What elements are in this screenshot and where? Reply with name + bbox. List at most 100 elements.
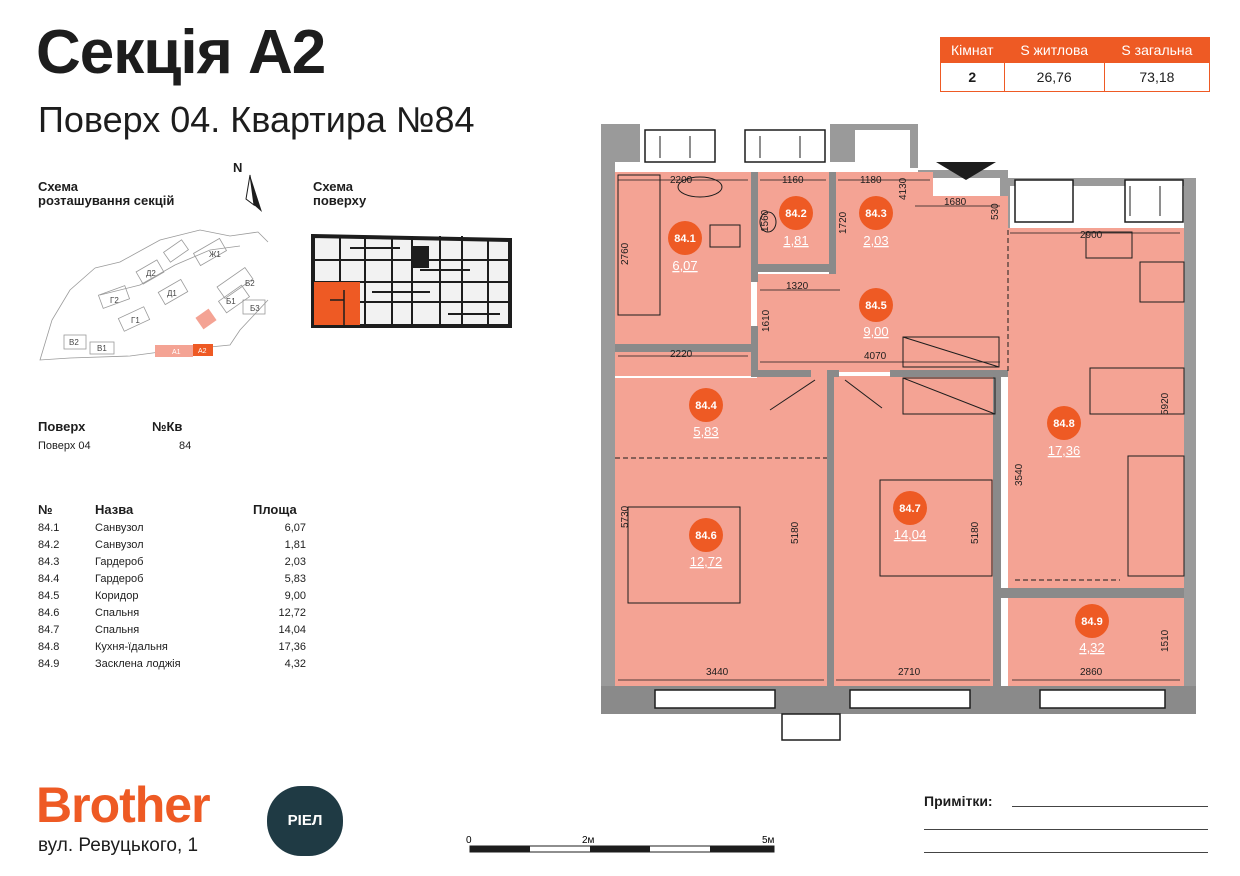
dimension-label: 2200 xyxy=(670,175,693,186)
room-marker-84-3: 84.3 2,03 xyxy=(859,196,893,248)
svg-text:9,00: 9,00 xyxy=(863,324,888,339)
svg-text:84.2: 84.2 xyxy=(785,208,806,220)
dimension-label: 2760 xyxy=(620,242,631,265)
svg-text:1,81: 1,81 xyxy=(783,233,808,248)
svg-text:84.6: 84.6 xyxy=(695,530,716,542)
dining-table-icon xyxy=(1089,367,1185,415)
dimension-label: 1320 xyxy=(786,281,809,292)
riel-logo: РІЕЛ xyxy=(267,786,343,856)
dimension-label: 2900 xyxy=(1080,230,1103,241)
dimension-label: 5180 xyxy=(970,521,981,544)
svg-text:4,32: 4,32 xyxy=(1079,640,1104,655)
svg-text:6,07: 6,07 xyxy=(672,258,697,273)
bed-7-icon xyxy=(879,479,993,577)
svg-text:84.5: 84.5 xyxy=(865,300,886,312)
dimension-label: 4130 xyxy=(898,177,909,200)
north-label: N xyxy=(233,160,243,175)
summary-header-rooms: Кімнат xyxy=(940,37,1005,63)
dimension-label: 3540 xyxy=(1014,463,1025,486)
page-subtitle: Поверх 04. Квартира №84 xyxy=(38,99,475,140)
svg-text:84.8: 84.8 xyxy=(1053,418,1074,430)
sink-icon xyxy=(677,176,723,198)
dimension-label: 1560 xyxy=(760,209,771,232)
room-marker-84-1: 84.1 6,07 xyxy=(668,221,702,273)
sections-scheme-label: Схема розташування секцій xyxy=(38,180,174,208)
svg-text:2,03: 2,03 xyxy=(863,233,888,248)
window-mullions xyxy=(659,136,1161,216)
svg-text:84.1: 84.1 xyxy=(674,233,695,245)
svg-text:84.3: 84.3 xyxy=(865,208,886,220)
notes-line-2 xyxy=(924,829,1208,830)
rooms-header-area: Площа xyxy=(253,502,297,517)
dimension-label: 2860 xyxy=(1080,667,1103,678)
dimension-label: 4070 xyxy=(864,351,887,362)
bathtub-icon xyxy=(617,174,661,316)
dimension-label: 1180 xyxy=(860,175,882,186)
dimension-label: 1510 xyxy=(1160,629,1171,652)
dimension-label: 2710 xyxy=(898,667,921,678)
svg-text:84.9: 84.9 xyxy=(1081,616,1102,628)
scale-label-2m: 2м xyxy=(582,835,595,846)
bed-6-icon xyxy=(627,506,741,604)
dimension-lines xyxy=(618,179,1180,681)
address: вул. Ревуцького, 1 xyxy=(38,835,199,856)
sections-scheme-label-line2: розташування секцій xyxy=(38,193,175,208)
dimension-label: 3440 xyxy=(706,667,729,678)
sections-scheme-label-line1: Схема xyxy=(38,179,79,194)
wardrobe-corridor-icon xyxy=(902,336,1000,368)
svg-text:14,04: 14,04 xyxy=(894,527,927,542)
dimension-label: 5730 xyxy=(620,505,631,528)
room-marker-84-7: 84.7 14,04 xyxy=(893,491,927,542)
floor-info-value: Поверх 04 xyxy=(38,440,91,452)
stove-icon xyxy=(1139,261,1185,303)
room-84-5-shape xyxy=(757,196,1008,372)
room-marker-84-9: 84.9 4,32 xyxy=(1075,604,1109,655)
sofa-icon xyxy=(1127,455,1185,577)
svg-text:12,72: 12,72 xyxy=(690,554,723,569)
room-84-8-shape xyxy=(1008,228,1184,588)
svg-text:17,36: 17,36 xyxy=(1048,443,1081,458)
windows xyxy=(644,129,1184,741)
svg-text:84.7: 84.7 xyxy=(899,503,920,515)
dimension-labels: 2200 1160 1180 4130 1680 530 2900 2760 1… xyxy=(620,175,1171,678)
svg-text:84.4: 84.4 xyxy=(695,400,717,412)
room-marker-84-6: 84.6 12,72 xyxy=(689,518,723,569)
wardrobe-bedroom-icon xyxy=(902,377,996,415)
dimension-label: 1720 xyxy=(838,211,849,234)
scale-label-0: 0 xyxy=(466,835,472,846)
dimension-label: 1610 xyxy=(761,309,772,332)
svg-text:5,83: 5,83 xyxy=(693,424,718,439)
apartment-number-label: №Кв xyxy=(152,419,183,434)
rooms-header-name: Назва xyxy=(95,502,134,517)
room-marker-84-5: 84.5 9,00 xyxy=(859,288,893,339)
floor-scheme-label-line2: поверху xyxy=(313,193,367,208)
room-markers: 84.1 6,07 84.2 1,81 84.3 2,03 84.5 9,00 84.4… xyxy=(668,196,1109,655)
floor-scheme-label: Схема поверху xyxy=(313,180,366,208)
summary-header-living-area: S житлова xyxy=(1003,37,1105,63)
toilet-small-icon xyxy=(759,211,777,233)
page-title: Секція А2 xyxy=(36,18,326,87)
dashed-boundaries xyxy=(615,230,1120,581)
room-84-7-shape xyxy=(833,376,993,686)
room-marker-84-4: 84.4 5,83 xyxy=(689,388,723,439)
toilet-icon xyxy=(709,224,741,248)
apartment-number-value: 84 xyxy=(179,440,192,452)
scale-bar: 0 2м 5м xyxy=(466,835,775,853)
notes-line-1 xyxy=(1012,806,1208,807)
kitchen-sink-icon xyxy=(1085,231,1133,259)
dimension-label: 1680 xyxy=(944,197,967,208)
notes-line-3 xyxy=(924,852,1208,853)
summary-living-area-value: 26,76 xyxy=(1003,62,1105,92)
notes-label: Примітки: xyxy=(924,793,993,809)
summary-table: Кімнат S житлова S загальна 2 26,76 73,1… xyxy=(940,37,1211,92)
room-marker-84-8: 84.8 17,36 xyxy=(1047,406,1081,458)
brand-logo: Brother xyxy=(36,777,211,833)
